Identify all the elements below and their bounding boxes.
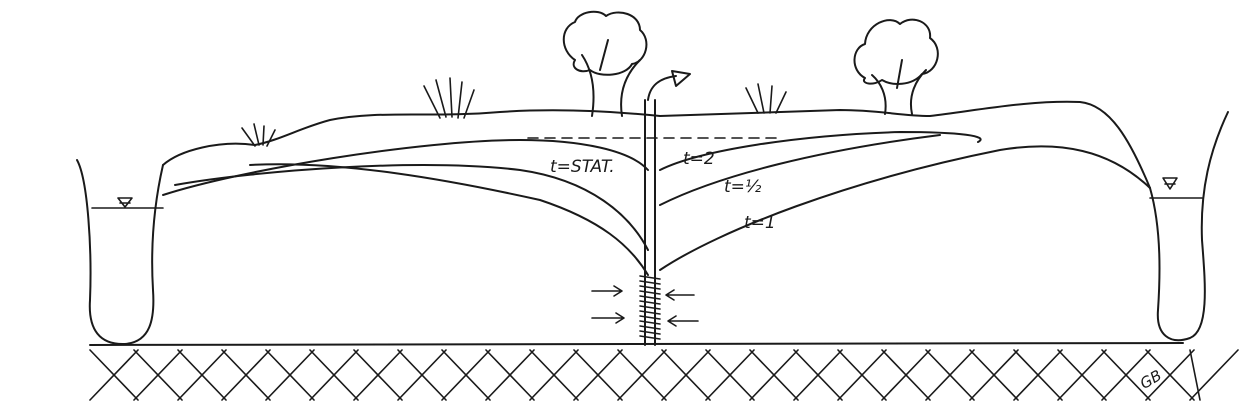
well-screen-coil <box>640 301 660 304</box>
hatch-line <box>1190 350 1238 400</box>
grass-tuft <box>424 78 474 118</box>
label-t-half: t=½ <box>724 177 762 197</box>
drawdown-curve-mid-left <box>175 165 648 250</box>
well-screen-coil <box>640 291 660 294</box>
base-line <box>90 343 1183 345</box>
inflow-arrow-icon <box>592 286 622 296</box>
tree-left-trunk <box>582 40 640 116</box>
tree-left <box>564 12 647 116</box>
well-screen-coil <box>640 321 660 324</box>
well-screen-coil <box>640 286 660 289</box>
right-canal <box>1150 112 1228 340</box>
grass-tuft <box>242 124 275 146</box>
well-screen-coil <box>640 326 660 329</box>
tree-right <box>854 20 937 114</box>
well <box>640 71 690 345</box>
tree-right-crown <box>854 20 937 84</box>
label-t-stat: t=STAT. <box>550 157 615 177</box>
impermeable-base <box>90 343 1238 400</box>
drawdown-curve-deep-left <box>250 164 648 275</box>
grass-tuft <box>746 84 786 113</box>
well-screen-coil <box>640 316 660 319</box>
drawdown-curve-half-right <box>660 135 940 205</box>
inflow-arrow-icon <box>592 313 624 323</box>
drawdown-curve-1-right <box>660 146 1150 270</box>
left-water-level-icon <box>118 198 132 207</box>
well-screen-coil <box>640 331 660 334</box>
right-water-level-icon <box>1163 178 1177 189</box>
well-screen-coil <box>640 306 660 309</box>
ground-surface <box>163 102 1150 188</box>
inflow-arrow-icon <box>666 290 694 300</box>
left-canal <box>77 160 163 344</box>
base-hatching <box>90 350 1238 400</box>
well-screen-coil <box>640 311 660 314</box>
well-discharge-pipe <box>648 76 676 100</box>
well-screen-coil <box>640 281 660 284</box>
well-screen <box>640 276 660 339</box>
label-t-2: t=2 <box>683 149 715 169</box>
well-screen-coil <box>640 276 660 279</box>
tree-right-trunk <box>872 60 926 114</box>
signature: GB <box>1137 366 1165 393</box>
discharge-arrow-icon <box>672 71 690 86</box>
inflow-arrow-icon <box>668 316 698 326</box>
well-screen-coil <box>640 296 660 299</box>
label-t-1: t=1 <box>744 213 776 233</box>
hatch-line <box>1190 350 1200 400</box>
well-screen-coil <box>640 336 660 339</box>
